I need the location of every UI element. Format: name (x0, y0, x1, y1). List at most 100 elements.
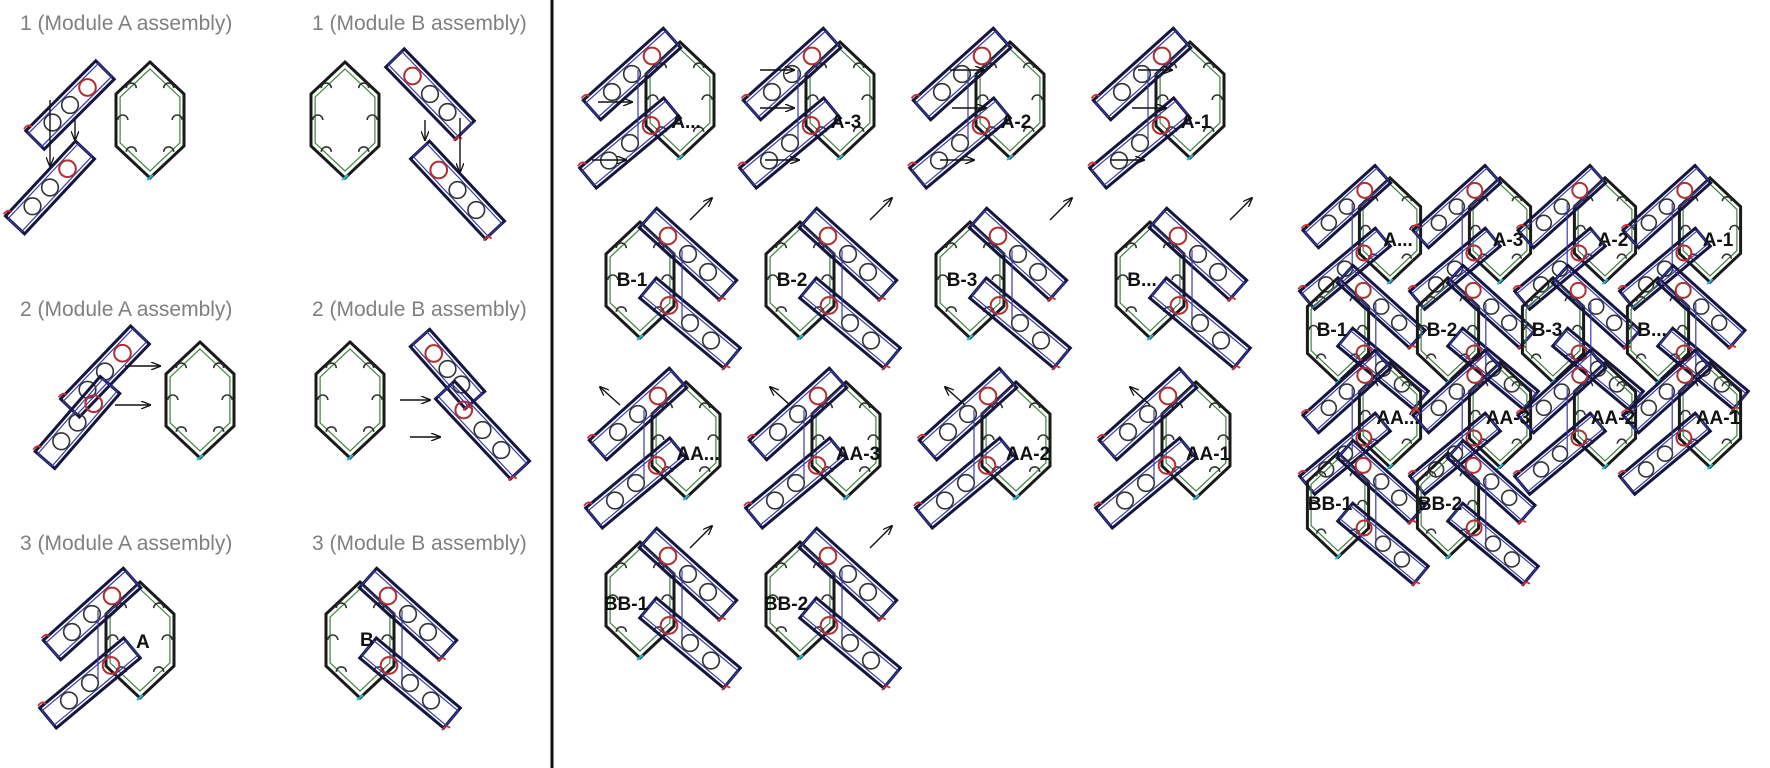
step1-b-lower-bar (408, 138, 507, 242)
module-upper-bar (1300, 348, 1393, 435)
right-label-bb-2: BB-2 (1418, 494, 1462, 515)
module-hex-frame (974, 39, 1046, 161)
module-upper-bar (40, 566, 143, 662)
right-module-aa-1 (1297, 348, 1423, 497)
middle-module-layout (577, 26, 1253, 691)
step3-module-b (324, 566, 463, 731)
middle-module-b-1 (604, 206, 743, 371)
module-upper-bar (797, 206, 899, 303)
module-lower-bar (797, 595, 903, 691)
module-upper-bar (1515, 163, 1608, 250)
step2-b-hex-frame (314, 339, 386, 461)
right-tiled-assembly (1297, 163, 1751, 587)
module-hex-frame (644, 39, 716, 161)
right-module-bb-2 (1415, 438, 1541, 587)
step-1-module-b-title: 1 (Module B assembly) (312, 12, 527, 35)
module-upper-bar (1410, 163, 1503, 250)
module-upper-bar (637, 206, 739, 303)
middle-label-b-1: B-1 (617, 270, 648, 291)
middle-label-aa-3: AA-2 (1006, 444, 1050, 465)
middle-module-a-1 (577, 26, 716, 191)
step-3-module-a-title: 3 (Module A assembly) (20, 532, 232, 555)
right-label-b-2: B-2 (1427, 320, 1458, 341)
module-hex-frame (1154, 39, 1226, 161)
middle-b-arrow-3 (1049, 198, 1072, 221)
middle-module-a-2 (737, 26, 876, 191)
step-3-module-b-title: 3 (Module B assembly) (312, 532, 527, 555)
module-upper-bar (1445, 438, 1538, 525)
middle-label-b-2: B-2 (777, 270, 808, 291)
right-label-aa-3: AA-2 (1591, 408, 1635, 429)
step-2-module-b-title: 2 (Module B assembly) (312, 298, 527, 321)
step-1-module-a-title: 1 (Module A assembly) (20, 12, 232, 35)
module-upper-bar (637, 526, 739, 623)
right-label-b-4: B... (1637, 320, 1667, 341)
middle-module-aa-3 (913, 366, 1052, 531)
right-label-a-1: A... (1383, 230, 1413, 251)
module-upper-bar (1096, 366, 1199, 462)
right-label-a-4: A-1 (1703, 230, 1734, 251)
module-upper-bar (1410, 348, 1503, 435)
middle-aa-arrow-3 (945, 387, 966, 406)
module-upper-bar (1300, 163, 1393, 250)
module-upper-bar (1515, 348, 1608, 435)
right-label-a-2: A-3 (1493, 230, 1524, 251)
left-assembly-arrows (50, 100, 460, 437)
module-upper-bar (910, 26, 1013, 122)
right-label-b-3: B-3 (1532, 320, 1563, 341)
module-upper-bar (1335, 438, 1428, 525)
step2-a-hex-frame (164, 339, 236, 461)
left-step-titles: 1 (Module A assembly) 1 (Module B assemb… (20, 12, 527, 555)
module-lower-bar (637, 275, 743, 371)
middle-label-b-3: B-3 (947, 270, 978, 291)
module-upper-bar (1550, 263, 1643, 350)
final-module-b-label: B (360, 630, 374, 651)
module-lower-bar (37, 635, 143, 731)
middle-module-aa-1 (583, 366, 722, 531)
module-upper-bar (797, 526, 899, 623)
middle-module-bb-1 (604, 526, 743, 691)
module-upper-bar (967, 206, 1069, 303)
right-module-aa-4 (1617, 348, 1743, 497)
module-upper-bar (1655, 263, 1748, 350)
module-lower-bar (1093, 435, 1199, 531)
step1-a-upper-bar (23, 58, 117, 152)
module-lower-bar (1335, 501, 1431, 587)
module-lower-bar (357, 635, 463, 731)
right-label-b-1: B-1 (1317, 320, 1348, 341)
module-lower-bar (1617, 411, 1713, 497)
right-module-a-2 (1407, 163, 1533, 312)
middle-label-a-1: A... (671, 112, 701, 133)
step2-a-lower-bar (32, 374, 122, 471)
middle-module-b-4 (1114, 206, 1253, 371)
module-upper-bar (746, 366, 849, 462)
step3-module-a (37, 566, 176, 731)
module-lower-bar (1407, 226, 1503, 312)
middle-label-bb-2: BB-2 (764, 594, 808, 615)
step-2-module-a-title: 2 (Module A assembly) (20, 298, 232, 321)
middle-label-bb-1: BB-1 (604, 594, 649, 615)
module-lower-bar (967, 275, 1073, 371)
module-hex-frame (1160, 379, 1232, 501)
middle-module-b-2 (764, 206, 903, 371)
right-label-aa-1: AA... (1376, 408, 1419, 429)
module-hex-frame (804, 39, 876, 161)
middle-module-a-4 (1087, 26, 1226, 191)
step1-b-upper-bar (383, 46, 477, 142)
middle-module-aa-2 (743, 366, 882, 531)
module-upper-bar (1445, 263, 1538, 350)
module-upper-bar (580, 26, 683, 122)
middle-layout-arrows (592, 70, 1252, 549)
module-upper-bar (1335, 263, 1428, 350)
final-module-a-label: A (136, 632, 150, 653)
module-upper-bar (1090, 26, 1193, 122)
middle-label-a-2: A-3 (831, 112, 862, 133)
right-label-a-3: A-2 (1598, 230, 1629, 251)
middle-label-a-3: A-2 (1001, 112, 1032, 133)
middle-label-aa-1: AA... (676, 444, 719, 465)
right-module-aa-3 (1512, 348, 1638, 497)
middle-aa-arrow-4 (1130, 387, 1151, 406)
module-hex-frame (650, 379, 722, 501)
middle-label-aa-4: AA-1 (1186, 444, 1231, 465)
